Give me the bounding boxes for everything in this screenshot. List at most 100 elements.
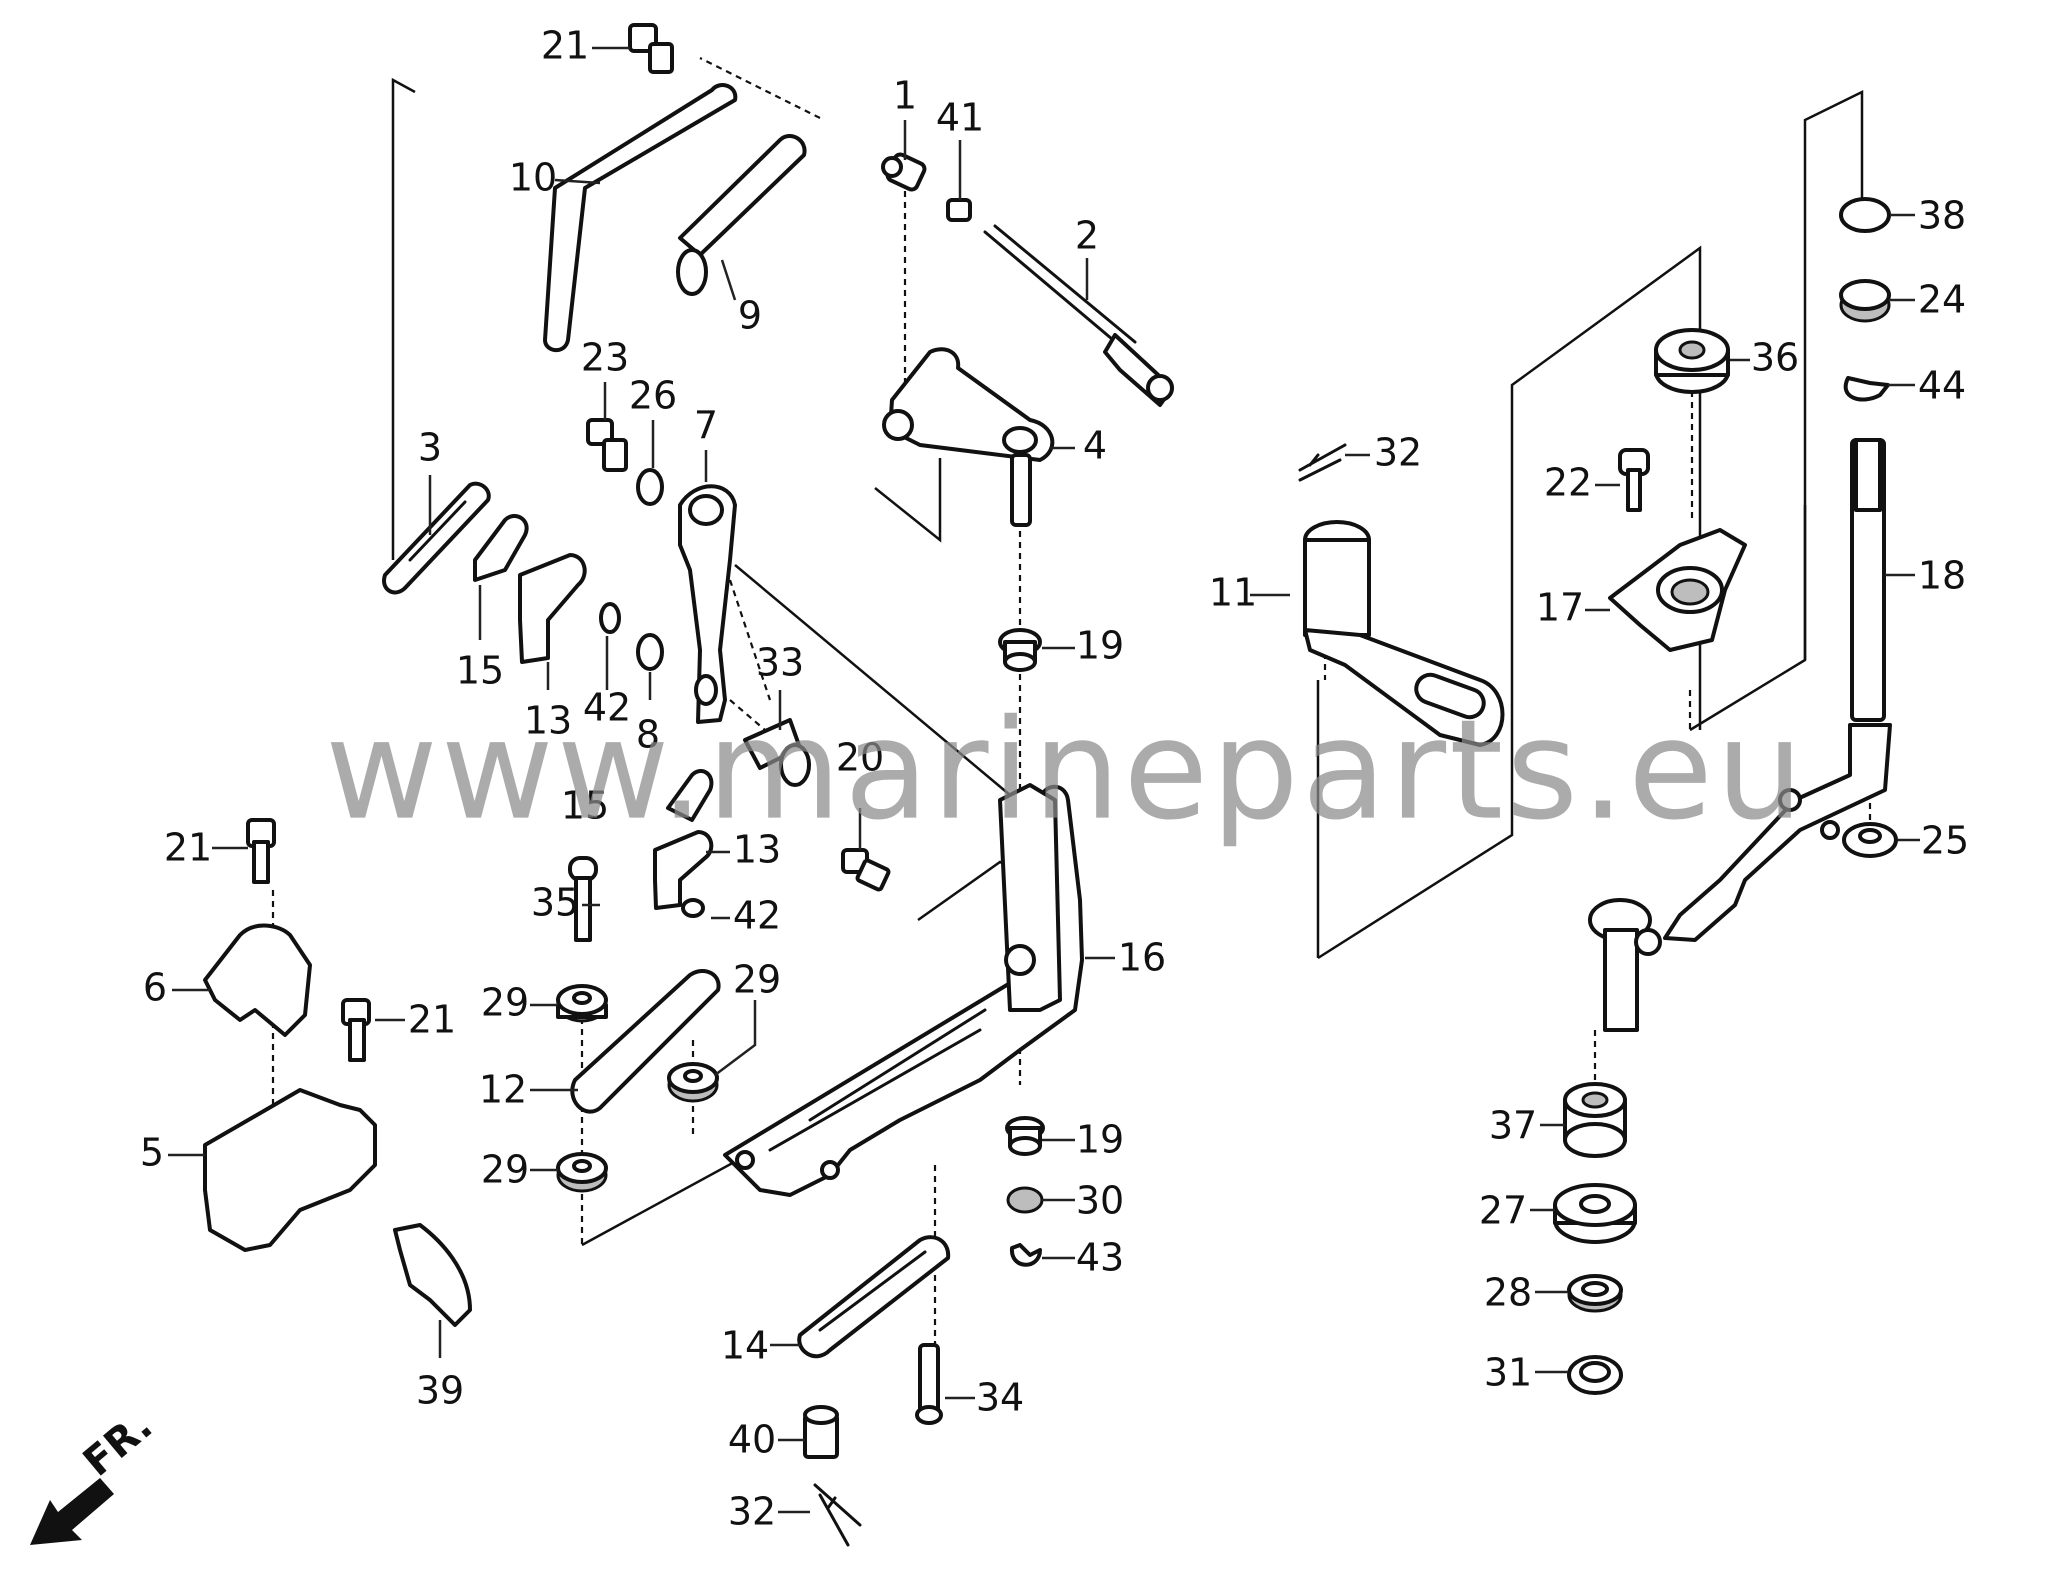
bolt-20 (841, 848, 891, 892)
ring-28 (1567, 1274, 1623, 1313)
part-label-41: 41 (936, 96, 984, 140)
link-9 (676, 134, 807, 296)
part-label-14: 14 (721, 1324, 769, 1368)
washer-29-a (556, 984, 608, 1023)
washer-26 (636, 468, 664, 506)
adjuster-3 (382, 481, 491, 595)
guide-frames (391, 77, 1864, 1247)
bearing-holder-17 (1608, 528, 1747, 652)
part-label-13-b: 13 (733, 828, 781, 872)
part-label-16: 16 (1118, 936, 1166, 980)
part-label-12: 12 (479, 1068, 527, 1112)
part-label-11: 11 (1209, 571, 1257, 615)
part-label-1: 1 (893, 74, 917, 118)
part-label-36: 36 (1751, 336, 1799, 380)
bushing-19-b (1005, 1116, 1045, 1156)
part-label-31: 31 (1484, 1351, 1532, 1395)
washer-27 (1553, 1183, 1637, 1244)
nut-30 (1006, 1186, 1044, 1214)
part-label-19-a: 19 (1076, 624, 1124, 668)
part-label-24: 24 (1918, 278, 1966, 322)
part-label-43: 43 (1076, 1236, 1124, 1280)
part-label-26: 26 (629, 374, 677, 418)
part-label-3: 3 (418, 426, 442, 470)
part-number-labels: 21 10 9 1 41 2 4 23 26 7 3 15 13 42 8 33… (140, 24, 1969, 1534)
clamp-6 (203, 923, 312, 1037)
bolt-23 (586, 418, 628, 472)
washer-29-c (556, 1152, 608, 1193)
part-label-21-top: 21 (541, 24, 589, 68)
ring-38 (1839, 197, 1891, 233)
clip-43 (1009, 1243, 1042, 1267)
front-label: FR. (75, 1403, 161, 1486)
part-label-39: 39 (416, 1369, 464, 1413)
part-label-13-a: 13 (524, 699, 572, 743)
part-label-21-right: 21 (408, 998, 456, 1042)
part-label-18: 18 (1918, 554, 1966, 598)
bearing-36 (1654, 328, 1730, 394)
bolt-21-left (246, 818, 276, 884)
bushing-40 (803, 1405, 839, 1459)
part-label-29-b: 29 (733, 958, 781, 1002)
part-label-15-b: 15 (561, 784, 609, 828)
part-label-34: 34 (976, 1376, 1024, 1420)
cotter-pin-32-b (1298, 443, 1347, 482)
nut-41 (946, 198, 972, 222)
bolt-35 (568, 856, 598, 942)
lever-arm-7 (678, 484, 737, 724)
part-label-42-a: 42 (583, 686, 631, 730)
rod-end-13-a (518, 553, 587, 664)
washer-8 (636, 633, 664, 671)
part-label-30: 30 (1076, 1179, 1124, 1223)
front-direction-indicator: FR. (30, 1403, 161, 1545)
clip-39 (393, 1223, 472, 1327)
part-label-25: 25 (1921, 819, 1969, 863)
pin-34 (915, 1343, 943, 1425)
part-label-6: 6 (143, 966, 167, 1010)
part-label-32-b: 32 (1374, 431, 1422, 475)
part-label-29-c: 29 (481, 1148, 529, 1192)
pin-33 (743, 718, 811, 787)
bolt-21-right (341, 998, 371, 1062)
part-label-22: 22 (1544, 461, 1592, 505)
part-label-42-b: 42 (733, 894, 781, 938)
part-label-35: 35 (531, 881, 579, 925)
part-label-17: 17 (1536, 586, 1584, 630)
part-label-19-b: 19 (1076, 1118, 1124, 1162)
shaft-18 (1588, 438, 1892, 1032)
clip-31 (1567, 1355, 1623, 1395)
clip-15-b (666, 769, 714, 822)
part-label-4: 4 (1083, 424, 1107, 468)
bolt-22 (1618, 448, 1650, 512)
part-label-37: 37 (1489, 1104, 1537, 1148)
rod-end-13-b (653, 830, 714, 910)
bolt-21-top (628, 23, 674, 74)
part-label-5: 5 (140, 1131, 164, 1175)
cotter-pin-32-a (813, 1483, 862, 1547)
part-label-20: 20 (836, 736, 884, 780)
front-arrow-icon (30, 1478, 114, 1545)
clip-42-a (599, 602, 621, 634)
bearing-37 (1563, 1082, 1627, 1158)
main-bracket-16 (723, 783, 1084, 1197)
clip-42-b (681, 898, 705, 918)
bell-crank-4 (882, 347, 1055, 527)
link-plate-12 (570, 969, 721, 1114)
part-label-28: 28 (1484, 1271, 1532, 1315)
part-label-7: 7 (694, 404, 718, 448)
part-label-27: 27 (1479, 1189, 1527, 1233)
bushing-19-a (998, 628, 1042, 672)
part-label-33: 33 (756, 641, 804, 685)
part-label-9: 9 (738, 294, 762, 338)
part-label-10: 10 (509, 156, 557, 200)
part-label-29-a: 29 (481, 981, 529, 1025)
part-label-32-a: 32 (728, 1490, 776, 1534)
part-label-21-left: 21 (164, 826, 212, 870)
part-label-8: 8 (636, 713, 660, 757)
joint-1 (881, 152, 927, 192)
part-label-40: 40 (728, 1418, 776, 1462)
clip-44 (1843, 376, 1890, 402)
bushing-24 (1839, 279, 1891, 323)
clip-15-a (473, 514, 529, 582)
